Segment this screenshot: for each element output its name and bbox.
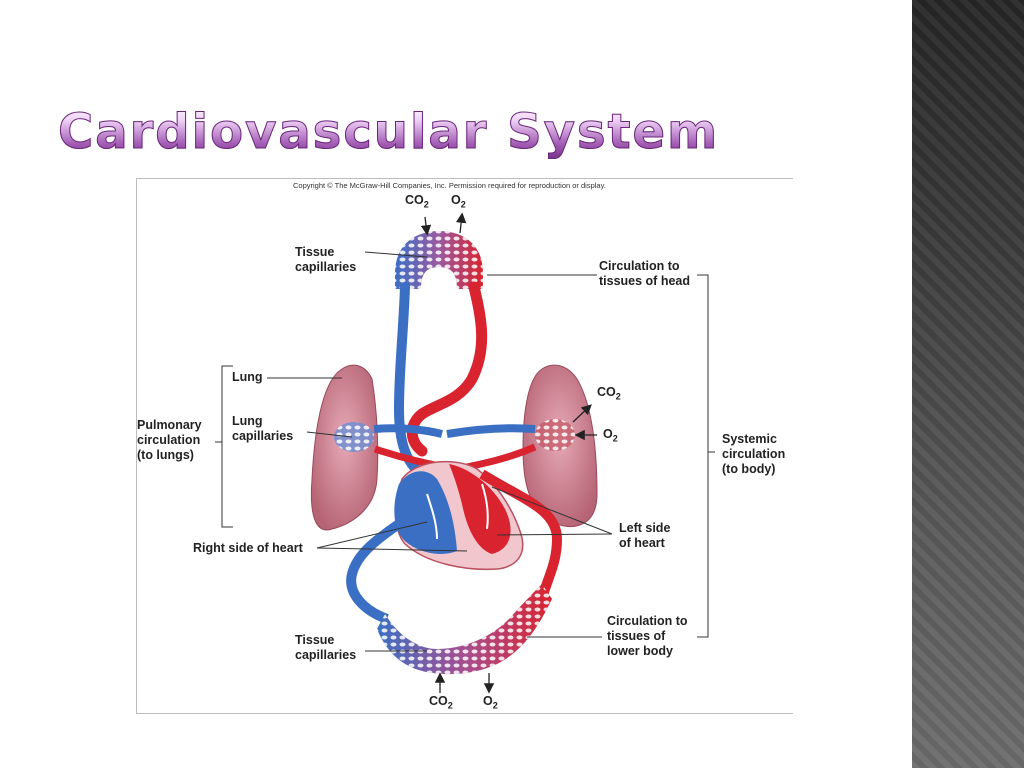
label-pulmonary-circulation: Pulmonary circulation (to lungs)	[137, 418, 202, 462]
gas-co2-bottom: CO2	[429, 694, 453, 711]
label-tissue-capillaries-top: Tissue capillaries	[295, 245, 357, 274]
label-lung-capillaries: Lung capillaries	[232, 414, 294, 443]
gas-o2-top: O2	[451, 193, 466, 210]
pulmonary-artery-left	[373, 424, 443, 438]
label-right-side-heart: Right side of heart	[193, 541, 303, 555]
copyright-notice: Copyright © The McGraw-Hill Companies, I…	[293, 181, 606, 190]
leader-lines	[215, 251, 715, 652]
label-left-side-heart: Left side of heart	[619, 521, 671, 550]
gas-co2-lung: CO2	[597, 385, 621, 402]
label-circulation-lower-body: Circulation to tissues of lower body	[607, 614, 688, 658]
gas-o2-lung: O2	[603, 427, 618, 444]
label-circulation-head: Circulation to tissues of head	[599, 259, 690, 288]
head-capillary-bed	[395, 231, 483, 289]
lower-body-capillary-bed	[377, 584, 552, 675]
descending-aorta-red	[479, 469, 563, 601]
gas-o2-bottom: O2	[483, 694, 498, 711]
label-tissue-capillaries-bottom: Tissue capillaries	[295, 633, 357, 662]
decorative-side-band	[912, 0, 1024, 768]
label-lung: Lung	[232, 370, 263, 384]
heart	[394, 460, 524, 571]
inferior-vena-cava-blue	[346, 519, 402, 624]
pulmonary-artery-right	[446, 424, 536, 438]
right-lung	[522, 364, 598, 527]
slide-title: Cardiovascular System	[57, 104, 720, 161]
label-systemic-circulation: Systemic circulation (to body)	[722, 432, 786, 476]
circulation-diagram: Copyright © The McGraw-Hill Companies, I…	[136, 178, 793, 714]
diagram-drawing	[215, 212, 715, 694]
gas-arrows	[420, 212, 597, 694]
gas-co2-top: CO2	[405, 193, 429, 210]
left-lung	[310, 364, 379, 531]
